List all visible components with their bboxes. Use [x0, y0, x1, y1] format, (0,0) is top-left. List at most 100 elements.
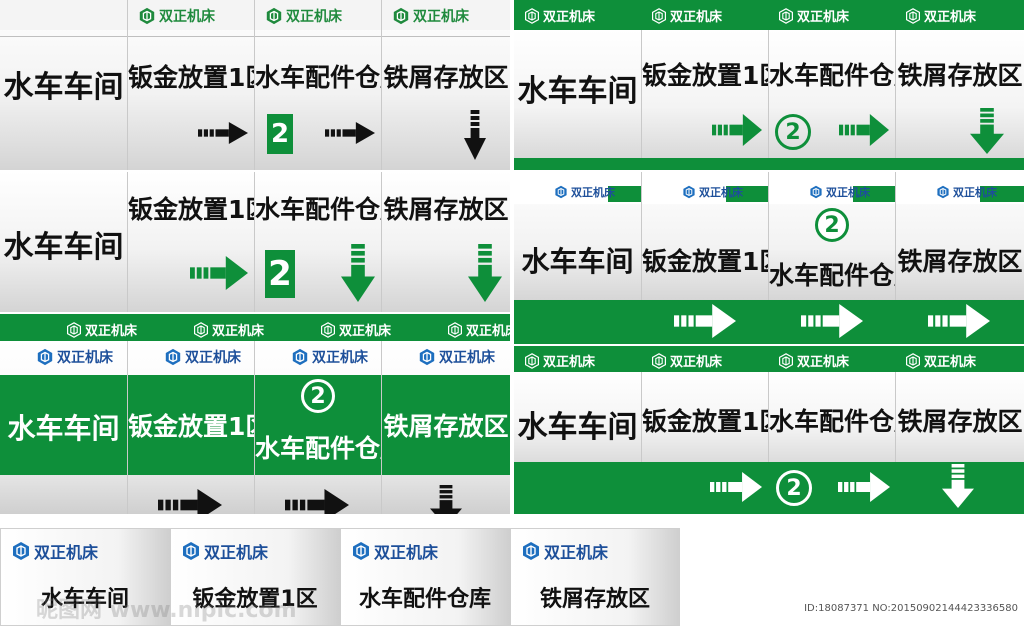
brand-name: 双正机床 — [339, 324, 392, 339]
brand-logo: 双正机床SHUANGZHENG MACHINE — [392, 6, 469, 26]
sign-workshop: 水车车间 — [0, 172, 127, 312]
zone-number-circle: 2 — [301, 379, 335, 413]
sign-scrap: 双正机床SHUANGZHENG MACHINE铁屑存放区 — [895, 172, 1024, 300]
down-arrow-icon — [430, 485, 462, 514]
logo-mark-icon — [67, 321, 81, 338]
brand-logo: 双正机床SHUANGZHENG MACHINE — [905, 351, 976, 370]
logo-mark-icon — [393, 7, 409, 25]
sheetmetal-zone-label: 钣金放置1区 — [128, 63, 254, 92]
brand-name: 双正机床 — [34, 543, 99, 562]
brand-name: 双正机床 — [924, 10, 977, 25]
logo-mark-icon — [525, 352, 539, 369]
strip-divider — [382, 36, 510, 37]
zone-number-circle: 2 — [776, 470, 812, 506]
sign-sheetmetal: 双正机床SHUANGZHENG MACHINE钣金放置1区 — [127, 0, 254, 170]
parts-warehouse-label: 水车配件仓库 — [255, 195, 381, 224]
brand-name: 双正机床 — [159, 9, 215, 25]
workshop-label: 水车车间 — [3, 70, 124, 105]
logo-strip-accent — [980, 186, 1024, 202]
right-arrow-icon — [190, 256, 248, 290]
right-arrow-icon — [710, 472, 762, 502]
logo-mark-icon — [448, 321, 462, 338]
sign-workshop: 水车车间 — [0, 0, 127, 170]
brand-name: 双正机床 — [57, 350, 113, 366]
down-arrow-icon — [468, 244, 502, 302]
zone-number-circle: 2 — [815, 208, 849, 242]
right-arrow-icon — [839, 114, 889, 146]
right-arrow-icon — [712, 114, 762, 146]
brand-name: 双正机床 — [312, 350, 368, 366]
sheetmetal-zone-label: 钣金放置1区 — [642, 247, 768, 276]
sign-scrap: 铁屑存放区 — [381, 172, 510, 312]
logo-mark-icon — [165, 348, 181, 366]
sign-workshop: 水车车间 — [514, 372, 641, 462]
logo-mark-icon — [810, 185, 822, 199]
brand-name: 双正机床 — [953, 186, 997, 199]
logo-strip-accent — [726, 186, 768, 202]
sign-sheetmetal: 双正机床SHUANGZHENG MACHINE 钣金放置1区 — [641, 172, 768, 300]
sign-scrap: 双正机床SHUANGZHENG MACHINE铁屑存放区 — [381, 341, 510, 514]
right-arrow-icon — [285, 489, 349, 514]
panel-e-green: 双正机床SHUANGZHENG MACHINE水车车间双正机床SHUANGZHE… — [514, 172, 1024, 344]
sign-workshop: 双正机床SHUANGZHENG MACHINE水车车间 — [0, 341, 127, 514]
brand-logo: 双正机床SHUANGZHENG MACHINE — [778, 6, 849, 25]
brand-logo: 双正机床SHUANGZHENG MACHINE — [524, 351, 595, 370]
logo-mark-icon — [419, 348, 435, 366]
logo-mark-icon — [13, 542, 29, 560]
zone-number-circle: 2 — [775, 114, 811, 150]
brand-logo: 双正机床SHUANGZHENG MACHINE — [447, 320, 510, 339]
workshop-label: 水车车间 — [521, 245, 634, 278]
logo-mark-icon — [937, 185, 949, 199]
sign-workshop: 双正机床SHUANGZHENG MACHINE水车车间 — [0, 528, 170, 626]
scrap-storage-label: 铁屑存放区 — [897, 247, 1023, 276]
logo-mark-icon — [37, 348, 53, 366]
logo-mark-icon — [353, 542, 369, 560]
scrap-storage-label: 铁屑存放区 — [539, 587, 650, 612]
brand-logo: 双正机床SHUANGZHENG MACHINE — [554, 184, 615, 200]
logo-mark-icon — [525, 7, 539, 24]
brand-name: 双正机床 — [185, 350, 241, 366]
strip-divider — [0, 36, 127, 37]
parts-warehouse-label: 水车配件仓库 — [358, 587, 491, 612]
logo-mark-icon — [266, 7, 282, 25]
brand-name: 双正机床 — [797, 10, 850, 25]
sheetmetal-zone-label: 钣金放置1区 — [642, 61, 768, 90]
logo-mark-icon — [139, 7, 155, 25]
brand-logo: 双正机床SHUANGZHENG MACHINE — [521, 539, 608, 563]
brand-logo: 双正机床SHUANGZHENG MACHINE — [524, 6, 595, 25]
brand-logo: 双正机床SHUANGZHENG MACHINE — [181, 539, 268, 563]
brand-logo: 双正机床SHUANGZHENG MACHINE — [11, 539, 98, 563]
parts-warehouse-label: 水车配件仓库 — [769, 261, 895, 290]
sign-warehouse: 双正机床SHUANGZHENG MACHINE2水车配件仓库 — [254, 341, 381, 514]
sign-warehouse: 双正机床SHUANGZHENG MACHINE 水车配件仓库 — [340, 528, 510, 626]
panel-b-white: 水车车间钣金放置1区水车配件仓库2铁屑存放区 — [0, 172, 510, 312]
logo-strip — [0, 0, 127, 30]
green-label-band — [0, 375, 127, 475]
brand-name: 双正机床 — [543, 10, 596, 25]
logo-mark-icon — [906, 7, 920, 24]
brand-logo: 双正机床SHUANGZHENG MACHINE — [193, 320, 264, 339]
logo-mark-icon — [779, 352, 793, 369]
sign-scrap: 铁屑存放区 — [895, 30, 1024, 158]
brand-logo: 双正机床SHUANGZHENG MACHINE — [651, 351, 722, 370]
logo-mark-icon — [555, 185, 567, 199]
parts-warehouse-label: 水车配件仓库 — [255, 434, 381, 463]
brand-logo: 双正机床SHUANGZHENG MACHINE — [36, 347, 113, 367]
scrap-storage-label: 铁屑存放区 — [383, 195, 509, 224]
logo-mark-icon — [321, 321, 335, 338]
panel-f-green: 双正机床SHUANGZHENG MACHINE 双正机床SHUANGZHENG M… — [514, 346, 1024, 514]
panel-d-green: 双正机床SHUANGZHENG MACHINE 双正机床SHUANGZHENG M… — [514, 0, 1024, 170]
brand-name: 双正机床 — [670, 10, 723, 25]
brand-name: 双正机床 — [544, 543, 609, 562]
brand-logo: 双正机床SHUANGZHENG MACHINE — [351, 539, 438, 563]
right-arrow-icon — [325, 122, 375, 144]
image-credit: ID:18087371 NO:20150902144423336580 — [804, 603, 1018, 614]
strip-divider — [128, 36, 254, 37]
brand-logo: 双正机床SHUANGZHENG MACHINE — [164, 347, 241, 367]
green-label-band — [128, 375, 254, 475]
brand-name: 双正机床 — [374, 543, 439, 562]
right-arrow-icon — [198, 122, 248, 144]
sign-sheetmetal: 双正机床SHUANGZHENG MACHINE钣金放置1区 — [170, 528, 340, 626]
brand-logo: 双正机床SHUANGZHENG MACHINE — [682, 184, 743, 200]
brand-name: 双正机床 — [571, 186, 615, 199]
